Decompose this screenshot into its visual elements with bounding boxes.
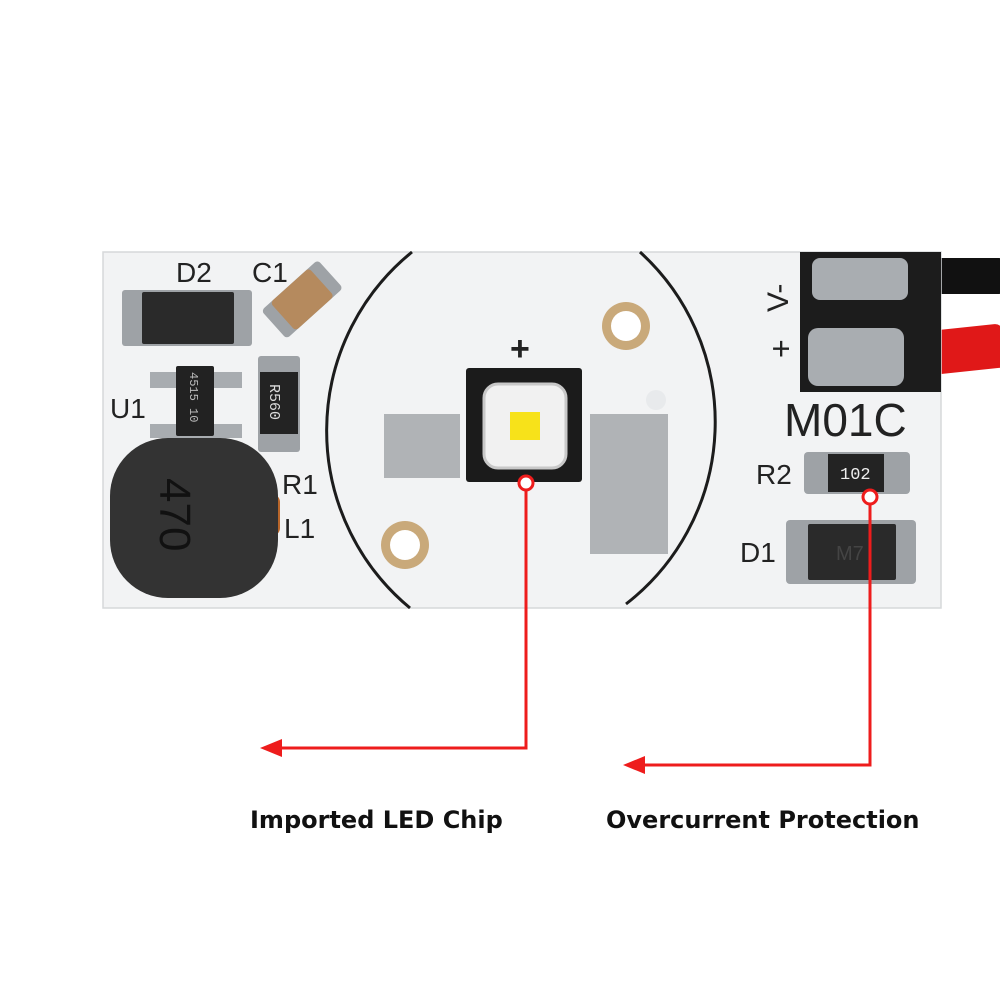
model-label: M01C — [784, 394, 907, 446]
led-chip-caption: Imported LED Chip — [250, 806, 503, 834]
led-callout-line — [276, 490, 528, 750]
mount-hole-bottom-inner — [390, 530, 420, 560]
overcurrent-callout-arrowhead — [623, 756, 645, 774]
solder-pad-negative — [812, 258, 908, 300]
d1-marking: M7 — [836, 543, 864, 565]
small-hole — [646, 390, 666, 410]
r1-marking: R560 — [265, 384, 282, 420]
led-die — [510, 412, 540, 440]
l1-label: L1 — [284, 513, 315, 544]
led-pad-right — [590, 414, 668, 554]
v-plus-label: + — [763, 339, 799, 358]
d2-diode-body — [142, 292, 234, 344]
led-callout-dot — [517, 474, 535, 492]
r2-label: R2 — [756, 459, 792, 490]
d1-label: D1 — [740, 537, 776, 568]
led-polarity-plus: + — [510, 330, 530, 368]
led-pad-left — [384, 414, 460, 478]
overcurrent-callout-dot — [861, 488, 879, 506]
l1-inductor-marking: 470 — [150, 478, 199, 551]
l1-inductor-body — [110, 438, 278, 598]
v-minus-label: V- — [762, 284, 795, 312]
r1-resistor-body — [260, 372, 298, 434]
r2-marking: 102 — [840, 466, 871, 485]
c1-capacitor-body — [271, 269, 333, 330]
u1-ic-marking: 4515 10 — [186, 372, 200, 422]
u1-label: U1 — [110, 393, 146, 424]
led-callout-arrowhead — [260, 739, 282, 757]
mount-hole-top-inner — [611, 311, 641, 341]
solder-pad-positive — [808, 328, 904, 386]
c1-label: C1 — [252, 257, 288, 288]
d2-label: D2 — [176, 257, 212, 288]
led-ring-left-arc — [325, 250, 413, 610]
overcurrent-callout-line — [640, 504, 872, 767]
overcurrent-caption: Overcurrent Protection — [606, 806, 920, 834]
led-ring-right-arc — [625, 250, 717, 606]
d1-diode-body — [808, 524, 896, 580]
r1-label: R1 — [282, 469, 318, 500]
r2-resistor-body — [828, 454, 884, 492]
u1-ic-body — [176, 366, 214, 436]
